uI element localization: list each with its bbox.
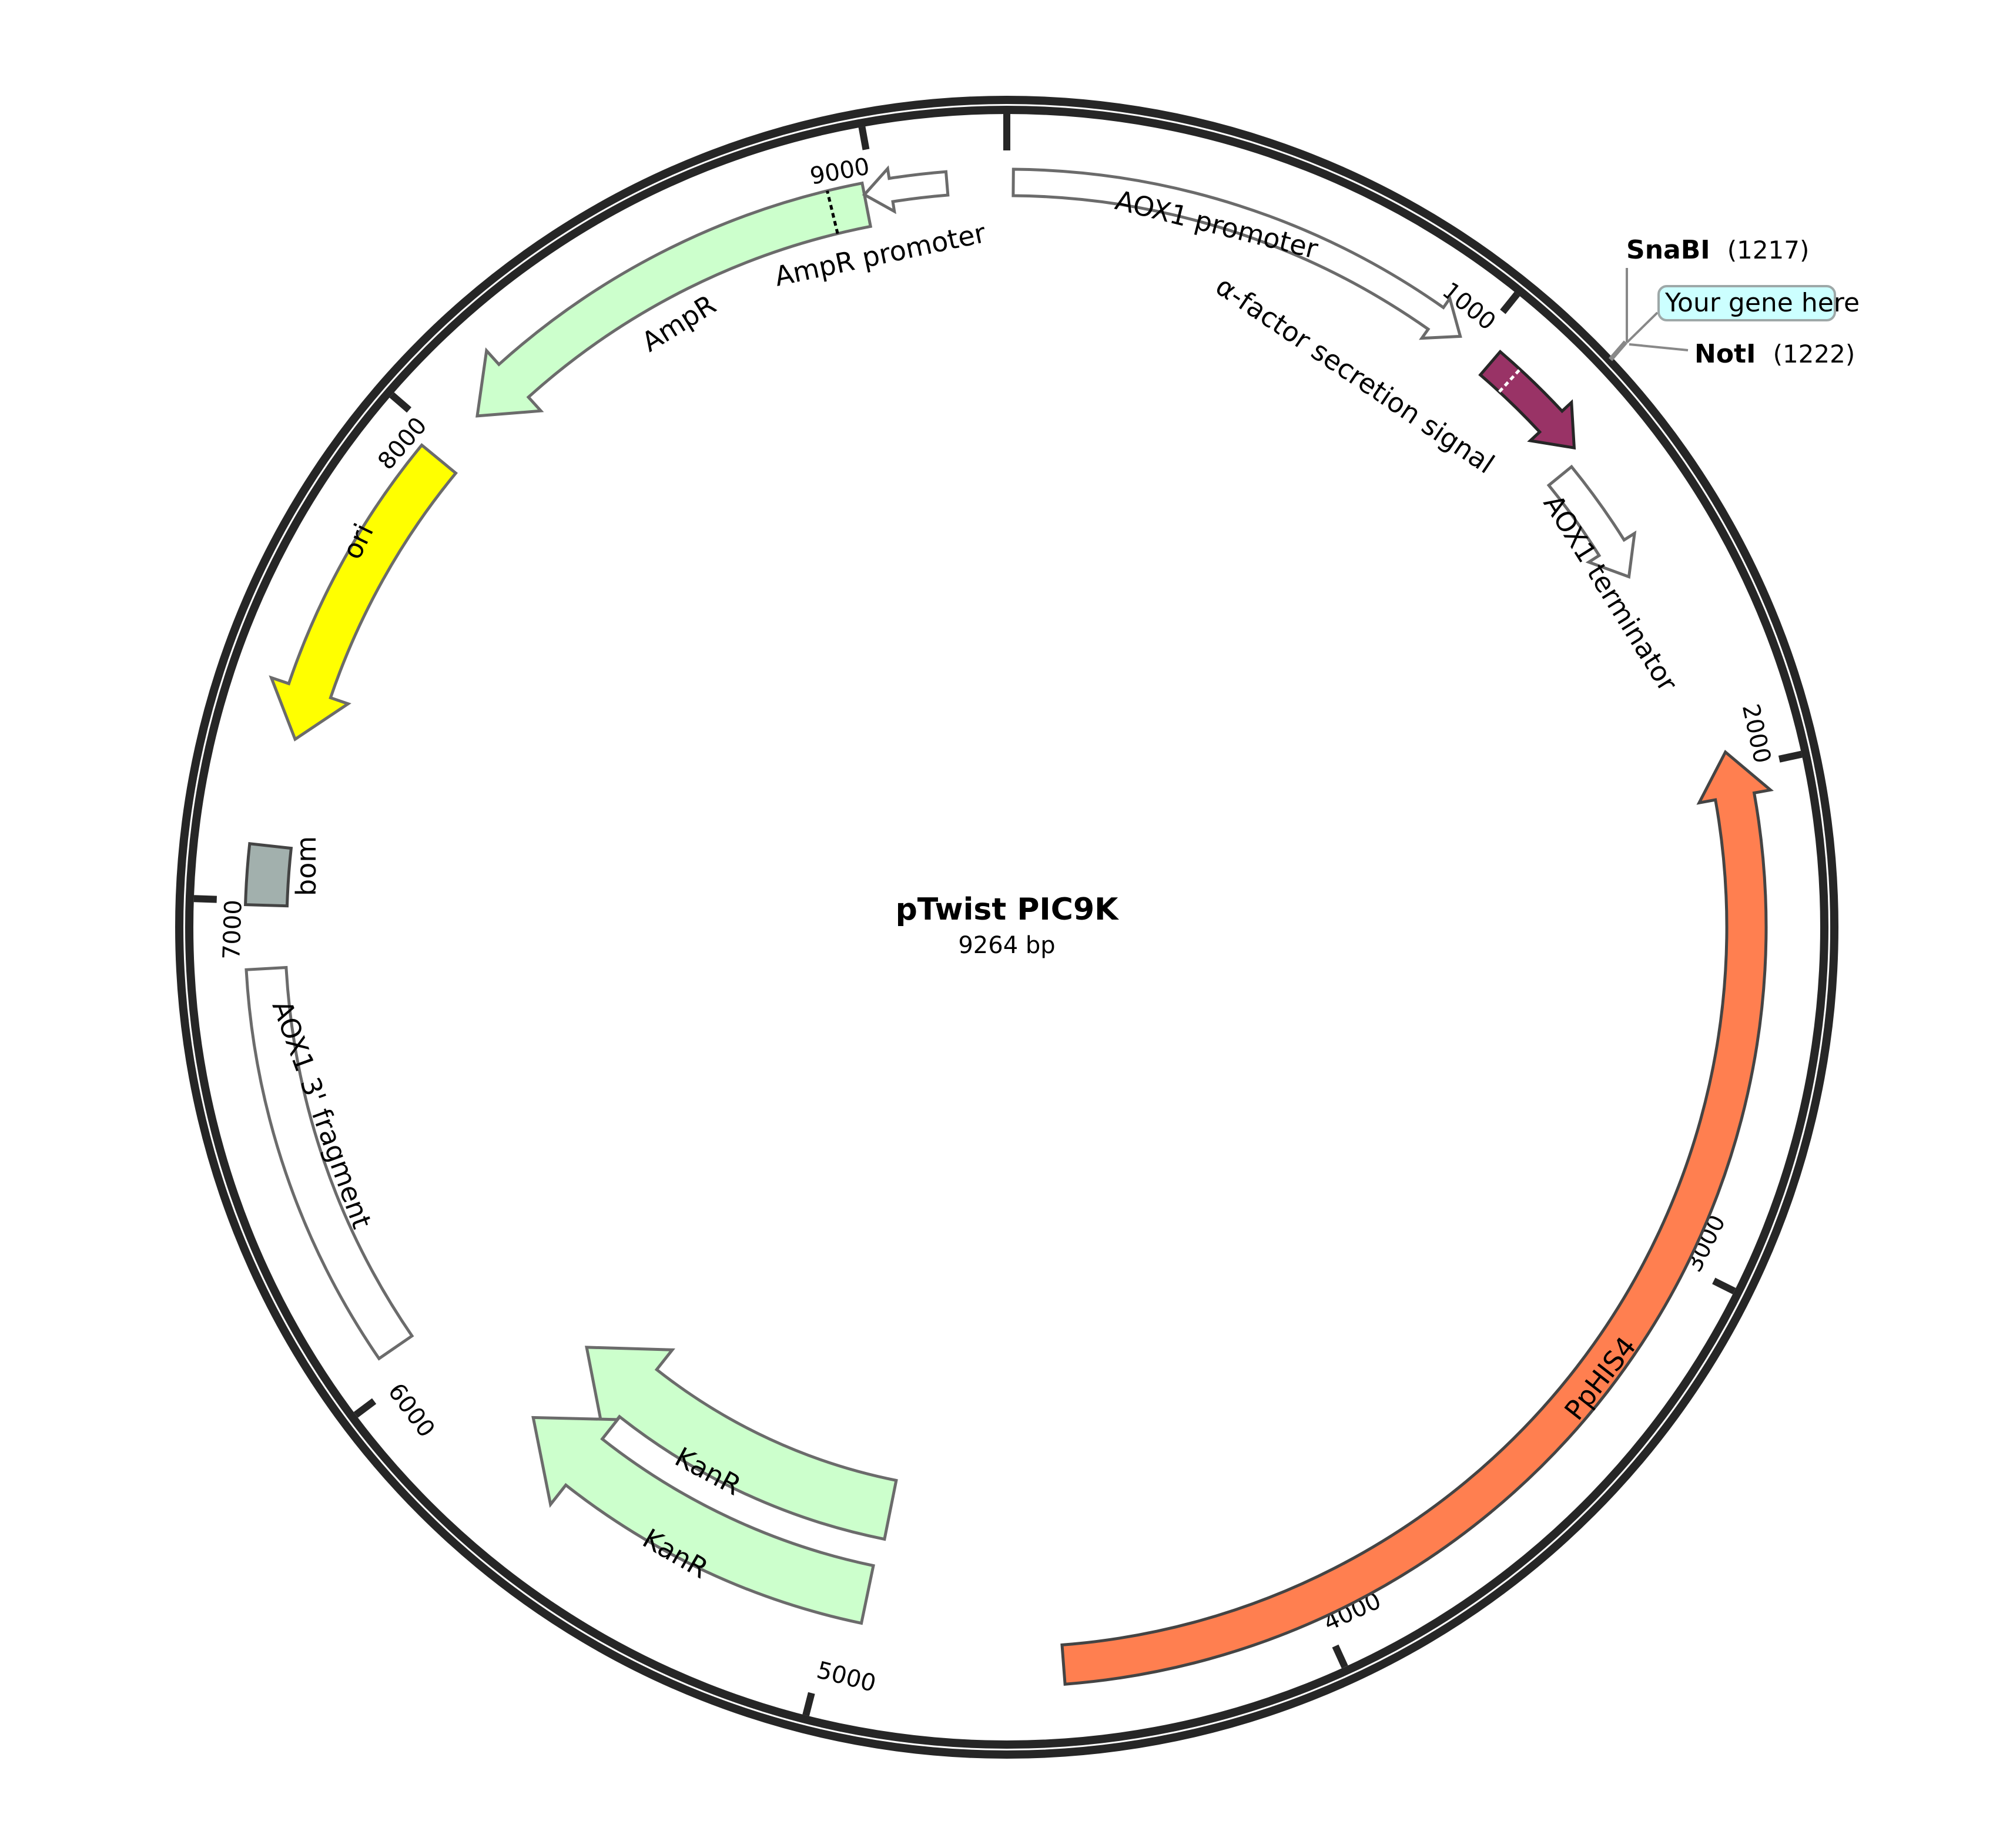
- aox1-terminator-arrow: [1546, 464, 1637, 579]
- backbone-outer-ring: [175, 96, 1838, 1759]
- alpha-factor-arrow: [1478, 349, 1576, 450]
- alpha-factor-divider: [1498, 368, 1522, 393]
- tick-4000: [1332, 1644, 1348, 1669]
- tick-3000: [1712, 1277, 1736, 1294]
- tick-8000: [389, 392, 412, 413]
- feature-pphis4[interactable]: [1060, 749, 1774, 1686]
- pphis4-arrow: [1060, 749, 1774, 1686]
- feature-aox1-3-fragment[interactable]: [244, 965, 414, 1361]
- gene-here-box: [1657, 285, 1836, 321]
- ampr-promoter-arrow: [862, 165, 950, 214]
- gene-here-label: Your gene here: [1664, 288, 1860, 318]
- ampr-divider: [826, 190, 839, 234]
- site-snabi-name: SnaBI: [1626, 235, 1710, 265]
- label-bom[interactable]: bom: [290, 836, 322, 896]
- feature-track: [244, 165, 1774, 1686]
- ori-arrow: [269, 442, 458, 742]
- site-marker: [1608, 340, 1628, 361]
- tick-label-6000: 6000: [383, 1379, 440, 1443]
- plasmid-length: 9264 bp: [958, 932, 1055, 959]
- gene-here-leader: [1626, 311, 1659, 344]
- gene-here-badge[interactable]: Your gene here: [1657, 285, 1860, 321]
- feature-bom[interactable]: [244, 842, 293, 908]
- tick-2000: [1778, 750, 1803, 763]
- insert-site-callouts: SnaBI (1217) NotI (1222) Your gene here: [1608, 235, 1860, 369]
- plasmid-title-block: pTwist PIC9K 9264 bp: [896, 892, 1120, 959]
- tick-label-5000: 5000: [814, 1656, 879, 1698]
- tick-5000: [802, 1692, 815, 1716]
- tick-6000: [353, 1398, 377, 1418]
- feature-ampr-promoter[interactable]: [862, 165, 950, 214]
- feature-aox1-terminator[interactable]: [1546, 464, 1637, 579]
- noti-leader: [1629, 343, 1689, 351]
- feature-ampr[interactable]: [475, 181, 873, 418]
- bom-box: [244, 842, 293, 908]
- tick-9000: [858, 126, 870, 150]
- backbone: [175, 96, 1838, 1759]
- site-snabi-position: (1217): [1727, 236, 1810, 264]
- plasmid-name: pTwist PIC9K: [896, 892, 1120, 927]
- feature-ori[interactable]: [269, 442, 458, 742]
- tick-label-2000: 2000: [1737, 702, 1776, 766]
- feature-aox1-promoter[interactable]: [1011, 167, 1462, 340]
- feature-labels: AOX1 promoter α-factor secretion signal …: [266, 184, 1684, 1585]
- kanr-1-arrow: [585, 1346, 898, 1541]
- feature-kanr-1[interactable]: [585, 1346, 898, 1541]
- site-noti-name: NotI: [1694, 339, 1756, 369]
- ampr-arrow: [475, 181, 873, 418]
- tick-label-7000: 7000: [218, 899, 247, 960]
- feature-alpha-factor[interactable]: [1478, 349, 1576, 450]
- backbone-inner-ring: [185, 106, 1828, 1749]
- aox1-promoter-arrow: [1011, 167, 1462, 340]
- site-noti[interactable]: NotI (1222): [1694, 339, 1855, 369]
- site-noti-position: (1222): [1773, 340, 1855, 368]
- tick-7000: [193, 895, 217, 903]
- kanr-2-arrow: [531, 1416, 875, 1625]
- feature-kanr-2[interactable]: [531, 1416, 875, 1625]
- site-snabi[interactable]: SnaBI (1217): [1626, 235, 1809, 265]
- tick-1000: [1500, 291, 1520, 314]
- aox1-3-fragment-box: [244, 965, 414, 1361]
